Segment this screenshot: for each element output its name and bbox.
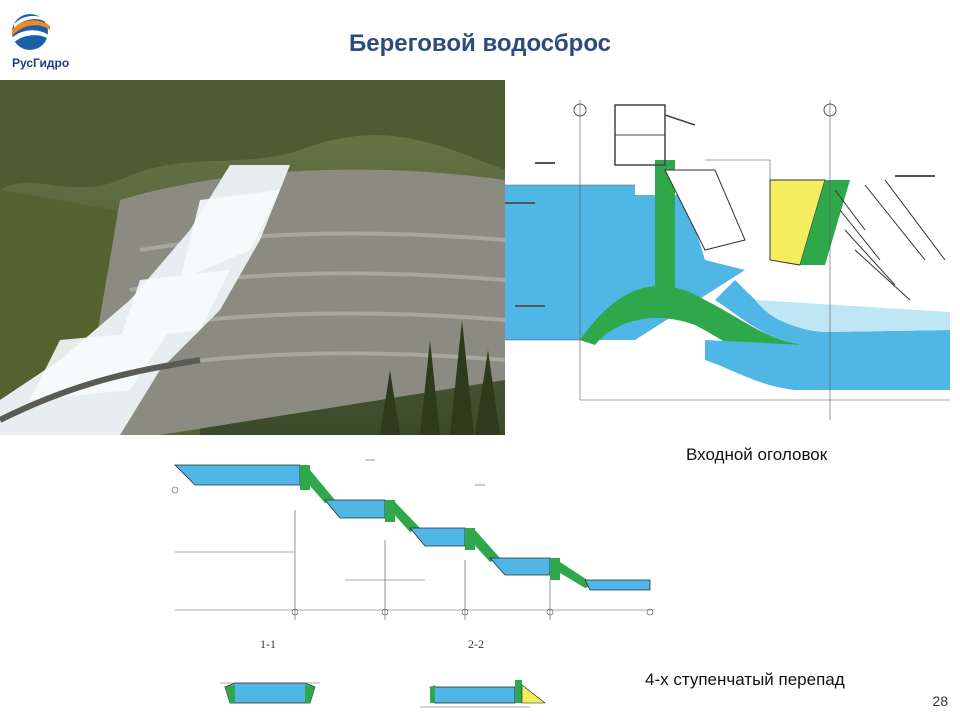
section-label-1: 1-1 [260,637,276,651]
slide-title: Береговой водосброс [348,30,612,57]
logo-text: РусГидро [12,56,70,70]
stepped-drop-caption: 4-х ступенчатый перепад [645,670,845,689]
spillway-photo [0,80,505,435]
inlet-caption: Входной оголовок [686,445,828,464]
stepped-drop-drawing [165,440,665,630]
cross-sections-drawing: 1-1 2-2 [210,635,560,720]
section-label-2: 2-2 [468,637,484,651]
rushydro-logo [6,8,76,70]
rushydro-logo-icon [12,14,50,50]
page-number: 28 [932,693,948,709]
inlet-drawing [505,100,955,420]
